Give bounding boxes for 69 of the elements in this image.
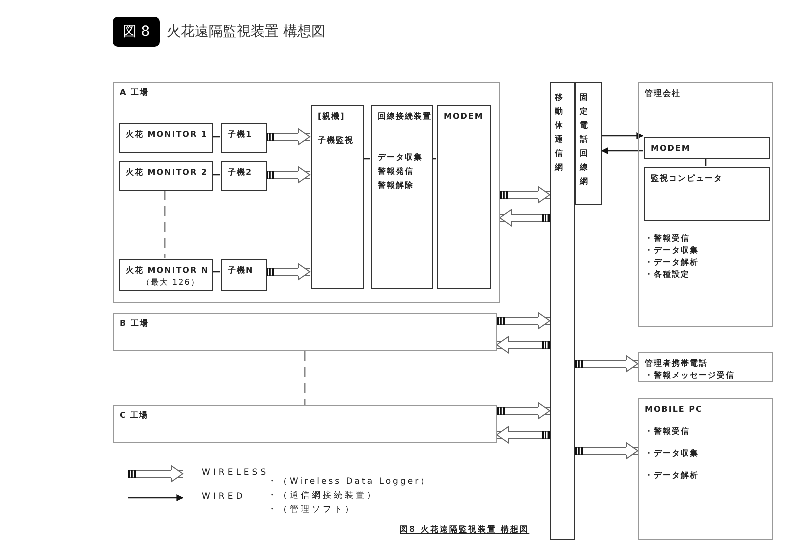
note-text: ・（管理ソフト） bbox=[268, 504, 356, 516]
box-text: ・データ解析 bbox=[645, 257, 699, 269]
device-box bbox=[437, 105, 491, 289]
dashed-line bbox=[164, 190, 166, 258]
device-box bbox=[644, 137, 770, 159]
box-label: 回線接続装置 bbox=[378, 111, 432, 123]
company-box bbox=[638, 82, 773, 327]
box-label: [親機] bbox=[318, 111, 346, 123]
device-box bbox=[311, 105, 364, 289]
legend-text: WIRED bbox=[202, 492, 246, 502]
box-label: MODEM bbox=[444, 111, 484, 123]
box-text: ・警報受信 bbox=[645, 233, 691, 245]
box-text: ・データ解析 bbox=[645, 470, 700, 482]
box-text: データ収集 bbox=[378, 152, 424, 164]
box-label: B 工場 bbox=[120, 318, 149, 330]
dashed-line bbox=[304, 351, 306, 405]
factory-box bbox=[113, 313, 497, 351]
box-label: 移動体通信網 bbox=[555, 92, 564, 174]
connector-line bbox=[705, 158, 707, 166]
device-box bbox=[371, 105, 433, 289]
connector-line bbox=[212, 174, 220, 176]
factory-box bbox=[113, 405, 497, 443]
box-label: 管理会社 bbox=[645, 88, 681, 100]
connector-line bbox=[212, 136, 220, 138]
box-label: 火花 MONITOR 1 bbox=[126, 129, 208, 141]
device-box bbox=[119, 259, 213, 291]
device-box bbox=[644, 167, 770, 221]
factory-box bbox=[113, 82, 500, 303]
box-text: ・警報メッセージ受信 bbox=[645, 370, 735, 382]
note-text: ・（通信網接続装置） bbox=[268, 490, 378, 502]
box-text: 警報発信 bbox=[378, 166, 415, 178]
box-text: ・データ収集 bbox=[645, 448, 700, 460]
note-text: ・（Wireless Data Logger） bbox=[268, 476, 432, 488]
network-bar bbox=[575, 82, 602, 205]
box-label: MOBILE PC bbox=[645, 404, 703, 416]
box-text: 警報解除 bbox=[378, 180, 415, 192]
phone-box bbox=[638, 352, 773, 382]
box-text: ・データ収集 bbox=[645, 245, 699, 257]
box-text: ・警報受信 bbox=[645, 426, 691, 438]
box-label: 火花 MONITOR 2 bbox=[126, 167, 208, 179]
arrow bbox=[601, 148, 643, 154]
legend-text: WIRELESS bbox=[202, 468, 270, 478]
box-text: 子機監視 bbox=[318, 135, 354, 147]
device-box bbox=[119, 161, 213, 191]
box-label: 管理者携帯電話 bbox=[645, 358, 709, 370]
figure-badge: 図 8 bbox=[113, 17, 160, 47]
title: 火花遠隔監視装置 構想図 bbox=[167, 23, 326, 41]
box-label: 固定電話回線網 bbox=[580, 92, 589, 188]
connector-line bbox=[432, 158, 436, 160]
box-label: MODEM bbox=[651, 143, 691, 155]
device-box bbox=[221, 161, 267, 191]
box-label: 火花 MONITOR N bbox=[126, 265, 210, 277]
device-box bbox=[119, 123, 213, 153]
box-label: C 工場 bbox=[120, 410, 149, 422]
network-bar bbox=[550, 82, 575, 540]
box-label: 子機N bbox=[228, 265, 254, 277]
box-text: ・各種設定 bbox=[645, 269, 691, 281]
box-label: 子機1 bbox=[228, 129, 253, 141]
figure-caption: 図8 火花遠隔監視装置 構想図 bbox=[400, 524, 530, 535]
box-label: 監視コンピュータ bbox=[651, 173, 723, 185]
device-box bbox=[221, 259, 267, 291]
connector-line bbox=[212, 271, 220, 273]
box-text: （最大 126） bbox=[141, 277, 201, 289]
pc-box bbox=[638, 398, 773, 540]
box-label: 子機2 bbox=[228, 167, 253, 179]
box-label: A 工場 bbox=[120, 87, 149, 99]
arrow bbox=[602, 132, 644, 140]
device-box bbox=[221, 123, 267, 153]
connector-line bbox=[363, 158, 370, 160]
